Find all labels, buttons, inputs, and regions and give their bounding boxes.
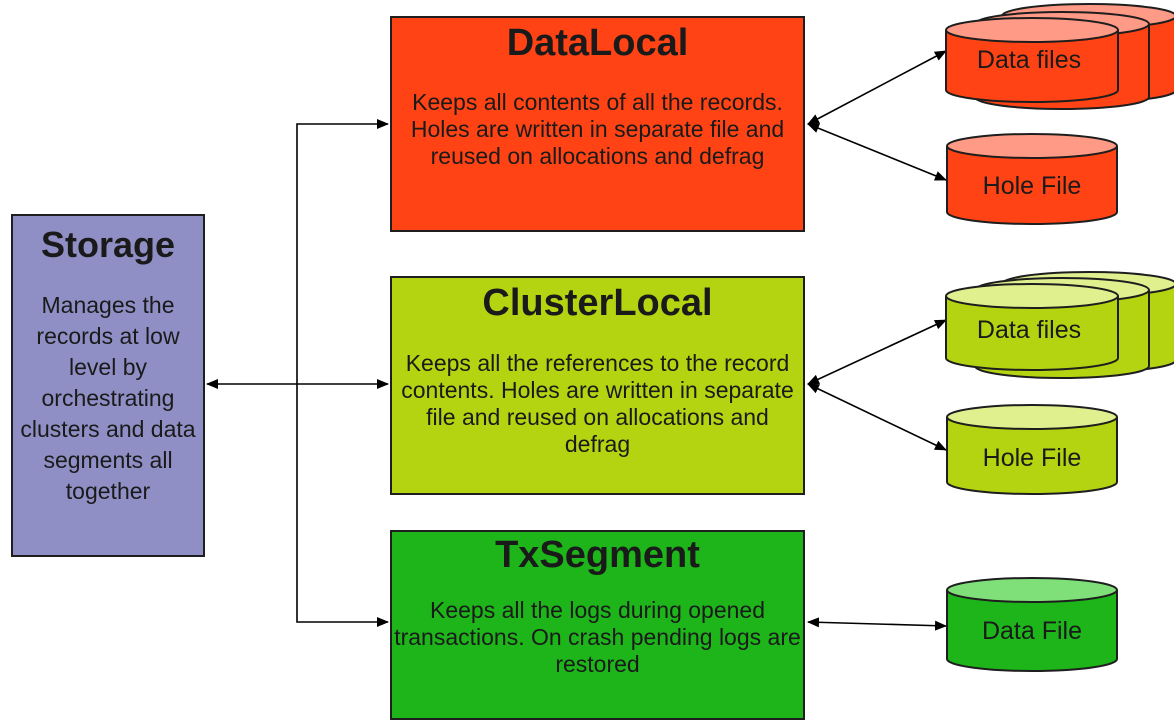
arrow-clusterlocal-datafiles	[807, 319, 947, 385]
clusterlocal-hole-file-cylinder: Hole File	[946, 404, 1118, 495]
txsegment-description: Keeps all the logs during opened transac…	[394, 597, 801, 677]
storage-connectors	[206, 119, 389, 627]
clusterlocal-hole-file-label: Hole File	[983, 444, 1082, 472]
datalocal-data-files-label: Data files	[977, 46, 1081, 74]
storage-title: Storage	[40, 224, 176, 265]
connector-bus-lower	[296, 384, 389, 627]
arrow-txsegment-datafile	[807, 617, 947, 631]
datalocal-description: Keeps all contents of all the records. H…	[410, 89, 785, 169]
store-connectors	[807, 50, 947, 631]
clusterlocal-box: ClusterLocal Keeps all the references to…	[390, 276, 805, 495]
arrow-datalocal-holefile	[807, 123, 947, 181]
txsegment-data-file-label: Data File	[982, 617, 1082, 645]
datalocal-hole-file-cylinder: Hole File	[946, 133, 1118, 225]
storage-box: Storage Manages the records at low level…	[11, 214, 205, 557]
arrow-datalocal-datafiles	[807, 50, 947, 125]
datalocal-hole-file-label: Hole File	[983, 172, 1082, 200]
txsegment-data-file-cylinder: Data File	[946, 577, 1118, 672]
clusterlocal-data-files-cylinder: Data files	[945, 271, 1174, 379]
txsegment-title: TxSegment	[495, 534, 700, 576]
datalocal-data-files-cylinder: Data files	[945, 3, 1174, 110]
datalocal-title: DataLocal	[506, 22, 689, 64]
connector-bus	[296, 119, 389, 384]
datalocal-box: DataLocal Keeps all contents of all the …	[390, 16, 805, 232]
clusterlocal-data-files-label: Data files	[977, 316, 1081, 344]
txsegment-box: TxSegment Keeps all the logs during open…	[390, 530, 805, 720]
clusterlocal-title: ClusterLocal	[482, 282, 713, 324]
storage-description: Manages the records at low level by orch…	[20, 292, 196, 504]
clusterlocal-description: Keeps all the references to the record c…	[401, 350, 794, 457]
arrow-clusterlocal-holefile	[807, 383, 947, 451]
